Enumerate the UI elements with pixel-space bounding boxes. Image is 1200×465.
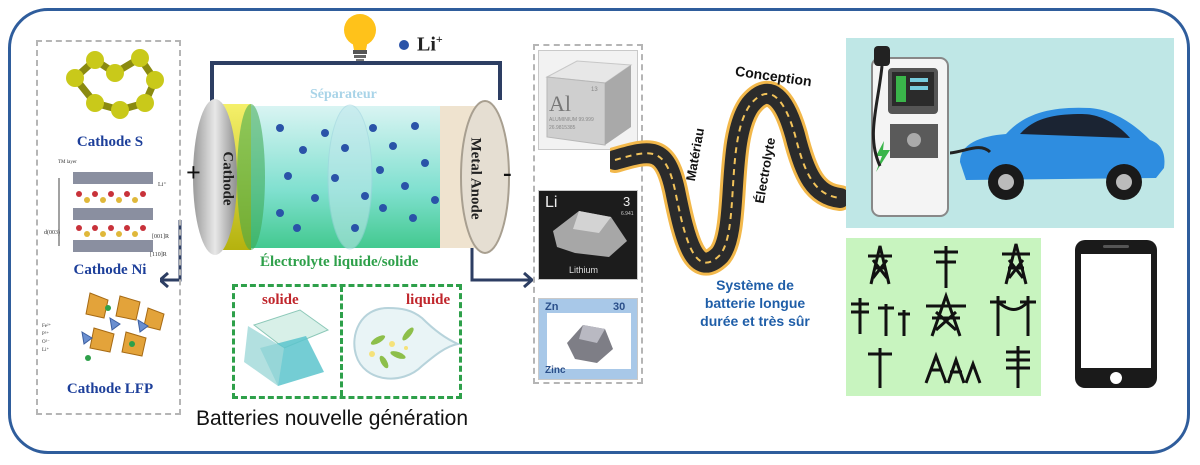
lithium-tile: Li 3 6.941 Lithium	[538, 190, 638, 280]
solid-electrolyte-illustration	[244, 309, 330, 386]
separator-label: Séparateur	[310, 87, 377, 102]
al-symbol: Al	[549, 91, 571, 116]
aluminium-tile: Al 13 ALUMINIUM 99.999 26.9815385	[538, 50, 638, 150]
dir-110-label: [110]R	[150, 252, 167, 258]
li-name: Lithium	[569, 265, 599, 275]
light-bulb-icon	[344, 14, 376, 62]
nickel-layered-structure	[58, 172, 153, 252]
lithium-metal-illustration	[553, 211, 627, 257]
lfp-legend: Fe²⁺ P⁵⁺ O²⁻ Li⁺	[42, 324, 52, 353]
zn-name: Zinc	[545, 365, 566, 376]
electrolyte-label: Électrolyte liquide/solide	[260, 254, 419, 270]
sulfur-ring-illustration	[66, 49, 164, 119]
cathode-s-label: Cathode S	[76, 134, 144, 150]
minus-sign: -	[503, 158, 512, 187]
zinc-metal-illustration	[567, 325, 613, 363]
electrolyte-panel	[232, 284, 462, 399]
solid-label: solide	[262, 292, 299, 308]
dir-001-label: [001]R	[152, 234, 169, 240]
zn-symbol: Zn	[545, 301, 559, 313]
d003-label: d(003)	[44, 230, 60, 236]
al-number: 13	[591, 87, 598, 93]
li-mass: 6.941	[621, 211, 634, 217]
tm-layer-label: TM layer	[58, 160, 77, 165]
charging-station-icon	[871, 46, 949, 217]
aluminium-cube-illustration	[545, 60, 633, 146]
lfp-olivine-structure	[81, 292, 165, 361]
outer-frame	[8, 8, 1190, 454]
cathode-panel	[36, 40, 181, 415]
li-symbol: Li	[545, 194, 558, 211]
battery-cell	[193, 99, 510, 255]
li-number: 3	[623, 194, 631, 209]
power-tower-icon	[851, 243, 1036, 388]
al-mass: 26.9815385	[549, 125, 576, 131]
winding-road-illustration	[610, 81, 850, 276]
metals-panel	[533, 44, 643, 384]
zinc-tile: Zn 30 Zinc	[538, 298, 638, 380]
plus-sign: +	[186, 158, 201, 187]
li-ion-label: Li+	[417, 32, 443, 56]
electrolyte-divider	[340, 286, 343, 396]
al-name: ALUMINIUM 99.999	[549, 117, 594, 123]
bottom-title: Batteries nouvelle génération	[196, 407, 469, 430]
zn-number: 30	[613, 301, 626, 313]
cathode-lfp-label: Cathode LFP	[66, 381, 154, 397]
li-annotation: Li⁺	[158, 182, 167, 188]
li-ion-dot	[399, 40, 409, 50]
system-description: Système de batterie longue durée et très…	[700, 277, 810, 329]
liquid-electrolyte-drop-illustration	[353, 306, 460, 380]
smartphone-icon	[1075, 240, 1157, 388]
cathode-ni-label: Cathode Ni	[73, 262, 147, 278]
liquid-label: liquide	[406, 292, 451, 308]
ion-dots	[276, 122, 439, 232]
electric-car-icon	[950, 107, 1165, 200]
